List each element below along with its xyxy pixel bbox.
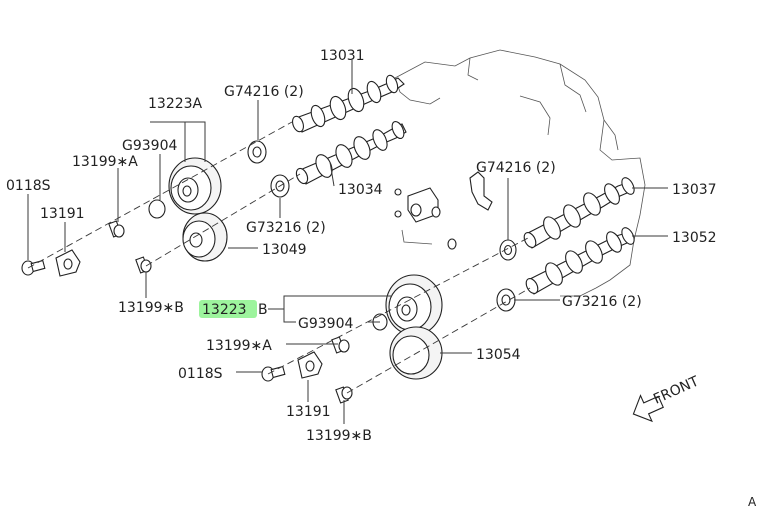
bolt-0118s-lower (261, 365, 286, 382)
label-13199a-bottom: 13199∗A (206, 338, 272, 354)
label-0118s-top: 0118S (6, 178, 51, 194)
camshaft-13034 (295, 120, 407, 185)
label-g93904-top: G93904 (122, 138, 177, 154)
label-g93904-bottom: G93904 (298, 316, 353, 332)
plate-13191-upper (55, 249, 81, 277)
label-g74216-top: G74216 (2) (224, 84, 304, 100)
front-arrow (632, 394, 664, 423)
label-g73216-top: G73216 (2) (246, 220, 326, 236)
label-13223a: 13223A (148, 96, 203, 112)
seal-g74216-right (499, 239, 517, 261)
camshaft-13031 (292, 74, 405, 133)
label-13037: 13037 (672, 182, 717, 198)
seal-g74216-upper (247, 140, 267, 164)
label-13049: 13049 (262, 242, 307, 258)
label-13191-bottom: 13191 (286, 404, 331, 420)
label-13054: 13054 (476, 347, 521, 363)
bolt-13199a-upper (108, 220, 125, 238)
label-g73216-right: G73216 (2) (562, 294, 642, 310)
bolt-13199a-lower (331, 336, 350, 354)
label-13199b-bottom: 13199∗B (306, 428, 372, 444)
bolt-13199b-upper (135, 256, 152, 274)
leader-lines (27, 60, 668, 424)
oring-g93904-upper (148, 199, 166, 219)
labels: 13031 13223A G74216 (2) G93904 13199∗A 0… (6, 48, 757, 509)
label-13199b-top: 13199∗B (118, 300, 184, 316)
pulley-13049 (182, 212, 228, 262)
label-13034: 13034 (338, 182, 383, 198)
assembly-axes (27, 121, 531, 394)
camshaft-13052 (525, 227, 635, 295)
label-13031: 13031 (320, 48, 365, 64)
sprocket-13223b (385, 274, 443, 336)
highlight-13223b (199, 300, 257, 318)
sprocket-13223a (168, 157, 222, 215)
plate-13191-lower (297, 351, 323, 379)
label-13223b-number: 13223 (202, 302, 247, 318)
seal-g73216-right (496, 288, 516, 312)
label-0118s-bottom: 0118S (178, 366, 223, 382)
misc-small-parts (394, 171, 493, 250)
label-g74216-right: G74216 (2) (476, 160, 556, 176)
bolt-0118s-upper (21, 259, 46, 276)
label-front: FRONT (651, 373, 702, 407)
label-corner-a: A (748, 495, 757, 509)
label-13223b-suffix: B (258, 302, 268, 318)
label-13052: 13052 (672, 230, 717, 246)
camshaft-13037 (523, 177, 635, 249)
label-13191-top: 13191 (40, 206, 85, 222)
label-13199a-top: 13199∗A (72, 154, 138, 170)
